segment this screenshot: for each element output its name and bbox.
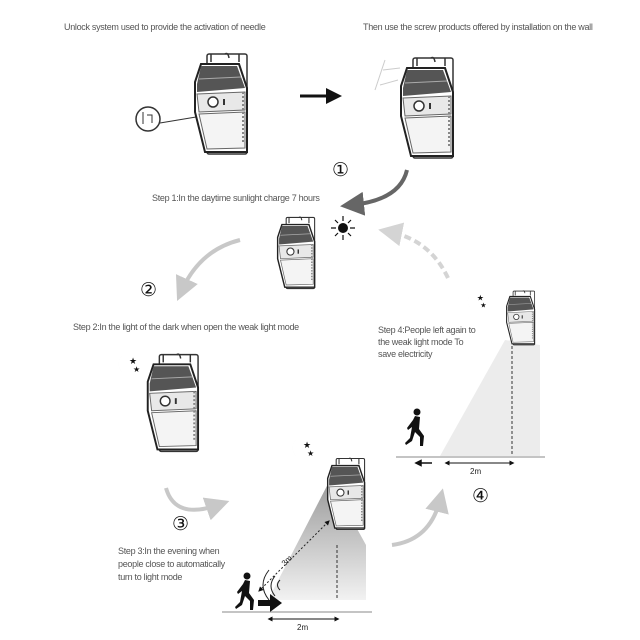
- unlock-detail-icon: [135, 106, 209, 132]
- solar-lamp-charging: [276, 216, 316, 290]
- running-person-icon: [235, 572, 254, 610]
- solar-lamp-unlocked: [193, 52, 249, 156]
- solar-lamp-returning-weak: [505, 290, 536, 346]
- motion-waves-icon: [262, 569, 281, 601]
- caption-step3-line: turn to light mode: [118, 572, 182, 582]
- approach-arrow-icon: [258, 594, 282, 612]
- step-number-4: ④: [472, 485, 489, 507]
- caption-step3-line: Step 3:In the evening when: [118, 546, 220, 556]
- step-number-1: ①: [332, 159, 349, 181]
- caption-unlock: Unlock system used to provide the activa…: [64, 22, 266, 32]
- solar-lamp-mounted: [399, 56, 455, 160]
- solar-lamp-weak-mode: [146, 353, 200, 453]
- sensor-range-line: [258, 520, 330, 592]
- arrow-return-to-step1: [378, 222, 450, 279]
- arrow-step4: [391, 488, 449, 547]
- arrow-step3: [164, 487, 230, 521]
- running-person-icon: [405, 408, 424, 446]
- step-number-2: ②: [140, 279, 157, 301]
- caption-screw: Then use the screw products offered by i…: [363, 22, 593, 32]
- moon-stars-icon: [118, 354, 141, 377]
- caption-step3: Step 3:In the evening when people close …: [118, 546, 226, 582]
- caption-step4: Step 4:People left again to the weak lig…: [378, 325, 476, 359]
- right-arrow-icon: [300, 88, 342, 104]
- distance-label-step4: 2m: [470, 467, 481, 476]
- caption-step4-line: Step 4:People left again to: [378, 325, 476, 335]
- caption-step3-line: people close to automatically: [118, 559, 226, 569]
- caption-step4-line: the weak light mode To: [378, 337, 464, 347]
- caption-step1: Step 1:In the daytime sunlight charge 7 …: [152, 193, 320, 203]
- wall-screws-icon: [374, 59, 401, 91]
- caption-step2: Step 2:In the light of the dark when ope…: [73, 322, 299, 332]
- distance-label-step3: 2m: [297, 623, 308, 632]
- light-beam-dim: [440, 340, 540, 456]
- moon-stars-icon: [467, 291, 487, 311]
- arrow-step2: [175, 238, 241, 301]
- sun-icon: [331, 216, 355, 240]
- caption-step4-line: save electricity: [378, 349, 433, 359]
- solar-lamp-bright-mode: [326, 457, 366, 531]
- arrow-step1: [340, 169, 409, 216]
- moon-stars-icon: [292, 438, 315, 461]
- step-number-3: ③: [172, 513, 189, 535]
